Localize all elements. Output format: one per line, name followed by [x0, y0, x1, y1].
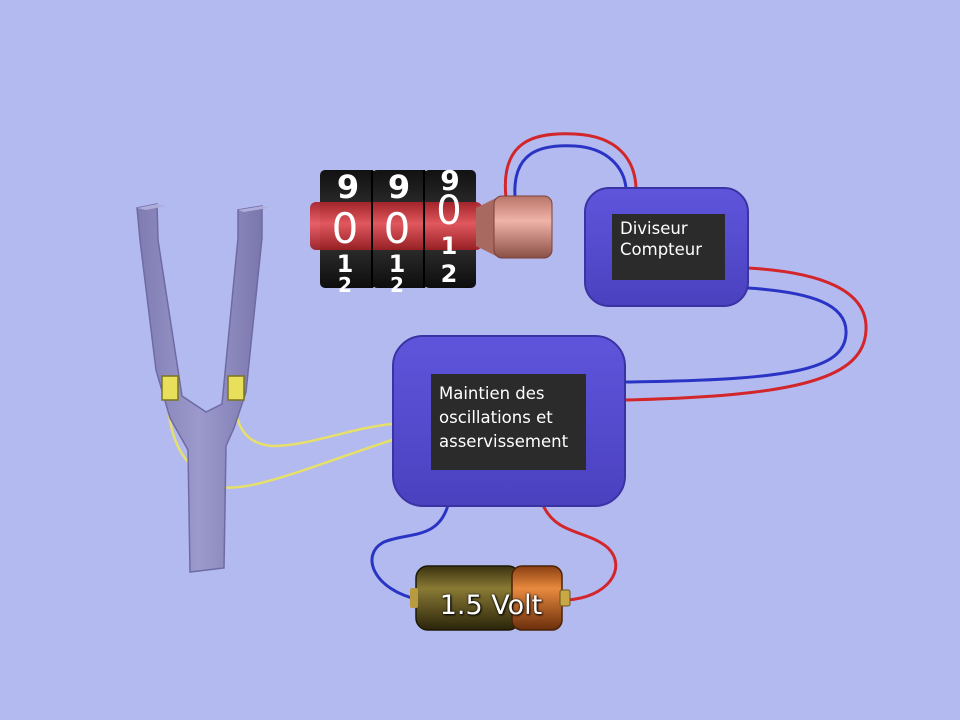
digit-counter: 9 0 1 2 9 0 1 2 9 0 1 2 — [310, 164, 482, 297]
digit-3-above: 9 — [440, 164, 459, 197]
battery-label: 1.5 Volt — [439, 590, 543, 621]
digit-1-below1: 1 — [337, 250, 354, 278]
digit-3-below1: 1 — [441, 232, 458, 260]
digit-1-below2: 2 — [338, 273, 352, 297]
digit-1-above: 9 — [337, 168, 359, 206]
wire-control-to-battery — [370, 504, 618, 602]
digit-2-below1: 1 — [389, 250, 406, 278]
fork-sensor-left — [161, 375, 179, 401]
battery — [410, 565, 571, 631]
stepper-motor — [476, 195, 553, 259]
wire-motor-to-divider — [503, 132, 638, 199]
wire-divider-to-control — [624, 266, 868, 402]
digit-3-below2: 2 — [441, 260, 458, 288]
divider-box-label: Diviseur Compteur — [612, 214, 725, 280]
control-box-label: Maintien des oscillations et asservissem… — [431, 374, 586, 470]
tuning-fork — [136, 203, 268, 573]
digit-3-current: 0 — [436, 188, 461, 234]
fork-sensor-right — [227, 375, 245, 401]
counter-red-band — [310, 202, 482, 250]
digit-2-above: 9 — [388, 168, 410, 206]
digit-2-current: 0 — [384, 204, 411, 253]
digit-2-below2: 2 — [390, 273, 404, 297]
digit-1-current: 0 — [332, 204, 359, 253]
